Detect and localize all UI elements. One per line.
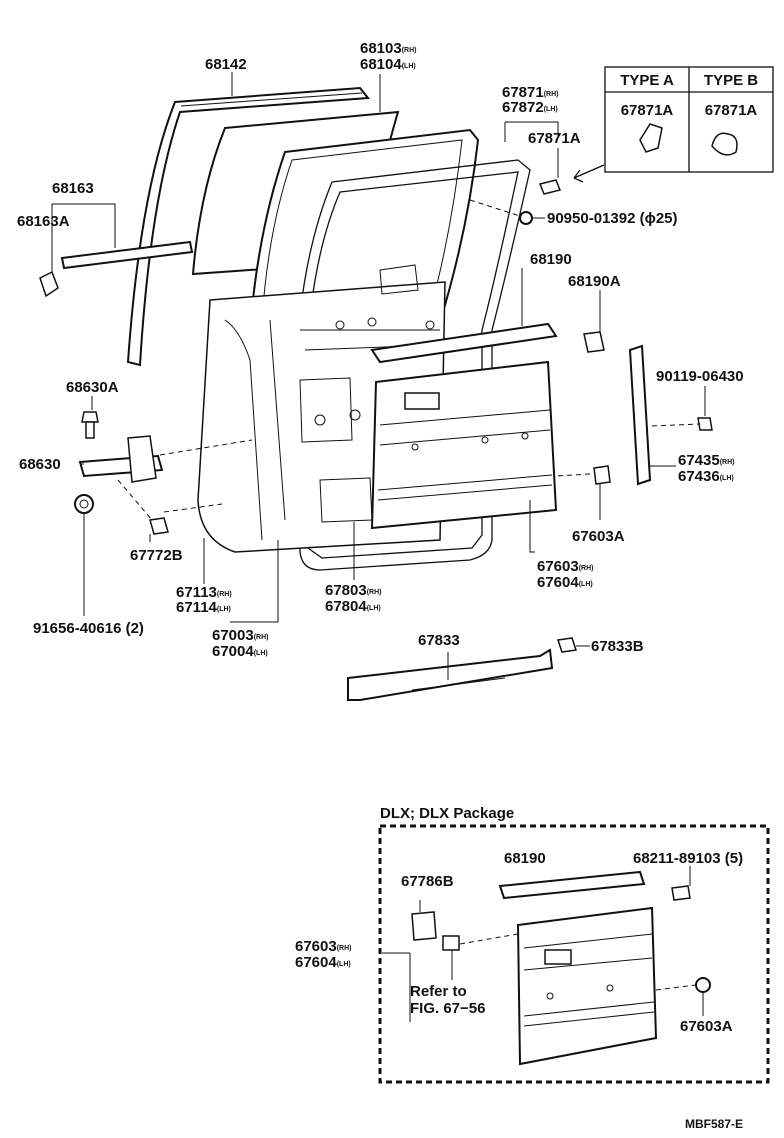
label-90119: 90119-06430 (656, 368, 744, 385)
dlx-clip-68211 (671, 885, 691, 901)
label-67603A: 67603A (572, 528, 625, 545)
dlx-label-67603A: 67603A (680, 1018, 733, 1035)
dlx-refer-line-2: FIG. 67−56 (410, 1000, 485, 1017)
label-68104: 68104(LH) (360, 56, 416, 73)
dlx-title: DLX; DLX Package (380, 805, 514, 822)
label-68163: 68163 (52, 180, 94, 197)
label-67114: 67114(LH) (176, 599, 231, 616)
label-68190A: 68190A (568, 273, 621, 290)
type-a-clip (639, 123, 663, 153)
bolt-68630A (81, 411, 99, 439)
dlx-label-68211: 68211-89103 (5) (633, 850, 743, 867)
type-a-header: TYPE A (620, 72, 674, 89)
label-67435: 67435(RH) (678, 452, 735, 469)
type-a-part: 67871A (621, 102, 674, 119)
label-67603: 67603(RH) (537, 558, 594, 575)
leader-lines (51, 72, 706, 980)
type-b-header: TYPE B (704, 72, 758, 89)
label-68630: 68630 (19, 456, 61, 473)
label-67872: 67872(LH) (502, 99, 558, 116)
label-68190: 68190 (530, 251, 572, 268)
dlx-trim-board (516, 906, 658, 1066)
clip-68190A (583, 331, 605, 353)
label-67772B: 67772B (130, 547, 183, 564)
label-67003: 67003(RH) (212, 627, 269, 644)
clip-67772B (149, 517, 169, 535)
type-b-part: 67871A (705, 102, 758, 119)
door-check-68630 (78, 435, 164, 483)
label-67833B: 67833B (591, 638, 644, 655)
dlx-pad (442, 935, 460, 951)
figure-code: MBF587-E (685, 1117, 743, 1131)
label-67804: 67804(LH) (325, 598, 381, 615)
belt-moulding-68190 (370, 322, 558, 364)
label-67004: 67004(LH) (212, 643, 268, 660)
dlx-label-67786B: 67786B (401, 873, 454, 890)
clip-67603A (593, 465, 611, 485)
scuff-plate-67833 (347, 648, 554, 701)
clip-67871A (538, 164, 605, 195)
dlx-label-68190: 68190 (504, 850, 546, 867)
label-67436: 67436(LH) (678, 468, 734, 485)
glass-channel-68163 (39, 240, 194, 298)
label-67871A: 67871A (528, 130, 581, 147)
clip-67833B (557, 637, 577, 653)
label-90950: 90950-01392 (ϕ25) (547, 210, 678, 227)
label-67604: 67604(LH) (537, 574, 593, 591)
door-trim-board-67603 (370, 360, 558, 530)
label-68142: 68142 (205, 56, 247, 73)
nut-91656 (74, 494, 94, 514)
label-68163A: 68163A (17, 213, 70, 230)
dlx-package-inset: DLX; DLX Package 68190 68211-89103 (5) 6… (295, 805, 770, 1084)
label-91656: 91656-40616 (2) (33, 620, 144, 637)
dlx-belt-moulding (498, 870, 646, 900)
label-67113: 67113(RH) (176, 584, 232, 601)
label-68630A: 68630A (66, 379, 119, 396)
hole-plug-90950 (519, 211, 533, 225)
label-67833: 67833 (418, 632, 460, 649)
dlx-label-67603: 67603(RH) (295, 938, 352, 955)
dlx-clip-67603A (695, 977, 711, 993)
clip-type-table: TYPE A TYPE B 67871A 67871A (604, 66, 774, 173)
dlx-bracket-67786B (411, 911, 437, 941)
label-67871: 67871(RH) (502, 84, 559, 101)
label-67803: 67803(RH) (325, 582, 382, 599)
run-channel-68142 (126, 86, 370, 367)
label-68103: 68103(RH) (360, 40, 417, 57)
dlx-refer-line-1: Refer to (410, 983, 467, 1000)
part-number-labels: 68142 68103(RH) 68104(LH) 68163 68163A 6… (17, 40, 744, 660)
weatherstrip-67803 (295, 159, 531, 571)
rear-channel-67435 (628, 344, 713, 486)
type-b-clip (711, 132, 738, 156)
dlx-label-67604: 67604(LH) (295, 954, 351, 971)
